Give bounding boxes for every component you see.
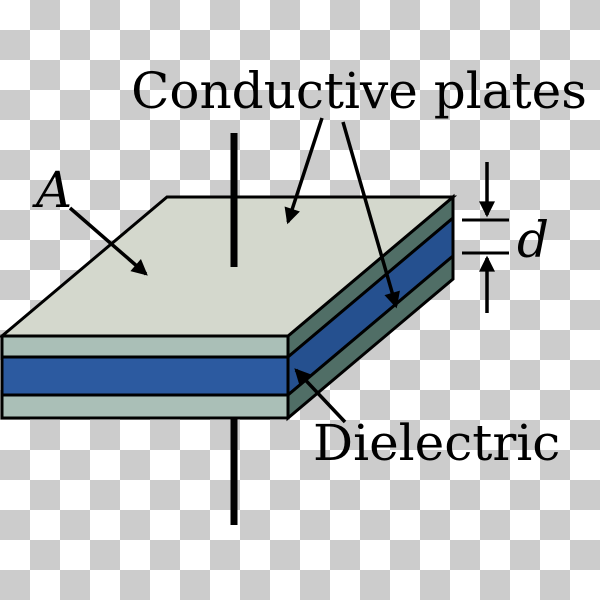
- dielectric-label: Dielectric: [313, 414, 560, 472]
- top-plate-front-face: [0, 334, 290, 359]
- plate-area-label: A: [32, 161, 72, 219]
- conductive-plates-arrow-bottom: [341, 121, 400, 309]
- dielectric-front-face: [0, 355, 290, 397]
- bottom-plate-front-face: [0, 393, 290, 420]
- conductive-plates-arrow-top: [284, 117, 324, 225]
- area-arrow: [68, 206, 148, 276]
- conductive-plates-label: Conductive plates: [131, 62, 587, 120]
- dielectric-arrow: [294, 368, 347, 424]
- plate-separation-label: d: [517, 211, 549, 269]
